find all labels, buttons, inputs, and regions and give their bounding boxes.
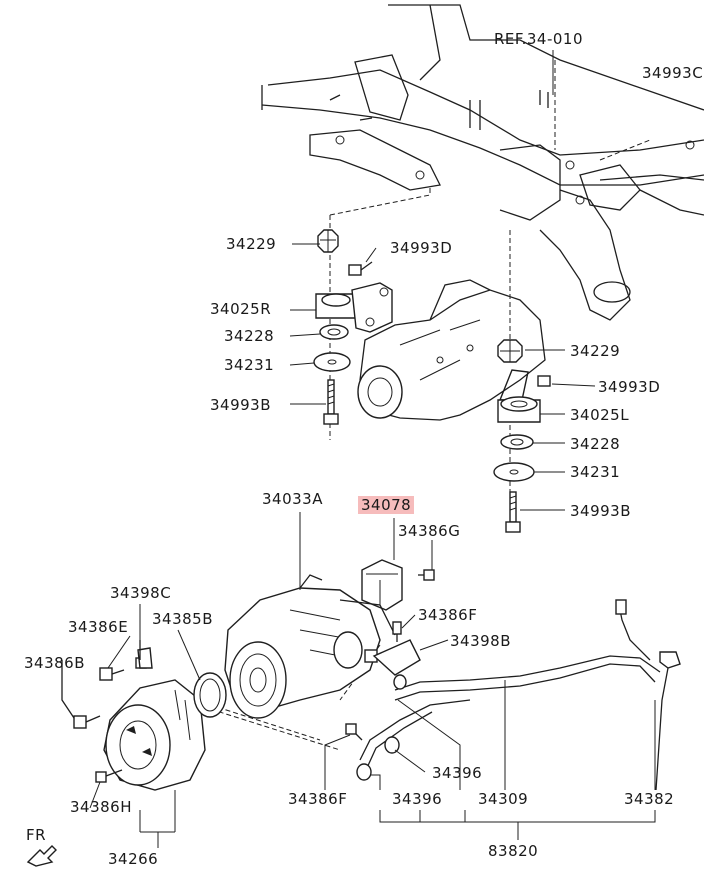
label-34386e: 34386E: [68, 618, 129, 636]
label-34231-left: 34231: [224, 356, 275, 374]
bracket-34078: [361, 559, 435, 611]
right-mount-stack: [493, 339, 551, 533]
label-34396-lower: 34396: [392, 790, 443, 808]
label-ref: REF.34-010: [494, 30, 584, 48]
label-34386g: 34386G: [398, 522, 461, 540]
label-34993b-left: 34993B: [210, 396, 272, 414]
label-34025l: 34025L: [570, 406, 630, 424]
label-34309: 34309: [478, 790, 529, 808]
label-front-direction: FR: [26, 826, 47, 844]
label-34396-right: 34396: [432, 764, 483, 782]
label-34993d-left: 34993D: [390, 239, 453, 257]
bolt-34386f-upper: [392, 621, 402, 642]
label-34078-highlighted[interactable]: 34078: [358, 496, 415, 514]
label-34386f-lower: 34386F: [288, 790, 348, 808]
label-34228-left: 34228: [224, 327, 275, 345]
chassis-frame: [261, 4, 704, 321]
differential-case: [224, 574, 421, 719]
label-34398c: 34398C: [110, 584, 172, 602]
front-direction-arrow-icon: [26, 845, 57, 867]
label-34229-left: 34229: [226, 235, 277, 253]
label-34025r: 34025R: [210, 300, 272, 318]
label-34993b-right: 34993B: [570, 502, 632, 520]
side-cover-34266: [103, 679, 206, 791]
label-34386h: 34386H: [70, 798, 132, 816]
label-34266: 34266: [108, 850, 159, 868]
bolts-left: [61, 640, 153, 783]
label-34033a: 34033A: [262, 490, 323, 508]
label-34993d-right: 34993D: [598, 378, 661, 396]
label-83820: 83820: [488, 842, 539, 860]
transfer-case-body: [357, 279, 546, 421]
label-34398b: 34398B: [450, 632, 512, 650]
label-34382: 34382: [624, 790, 675, 808]
leader-lines: [89, 50, 656, 848]
label-34231-right: 34231: [570, 463, 621, 481]
label-34228-right: 34228: [570, 435, 621, 453]
label-34386f-upper: 34386F: [418, 606, 478, 624]
label-34993c: 34993C: [642, 64, 704, 82]
gasket-34385b: [193, 672, 227, 718]
wiring-harness: [345, 599, 681, 791]
label-34386b: 34386B: [24, 654, 86, 672]
label-34229-right: 34229: [570, 342, 621, 360]
label-34385b: 34385B: [152, 610, 214, 628]
left-mount-stack: [313, 229, 393, 425]
